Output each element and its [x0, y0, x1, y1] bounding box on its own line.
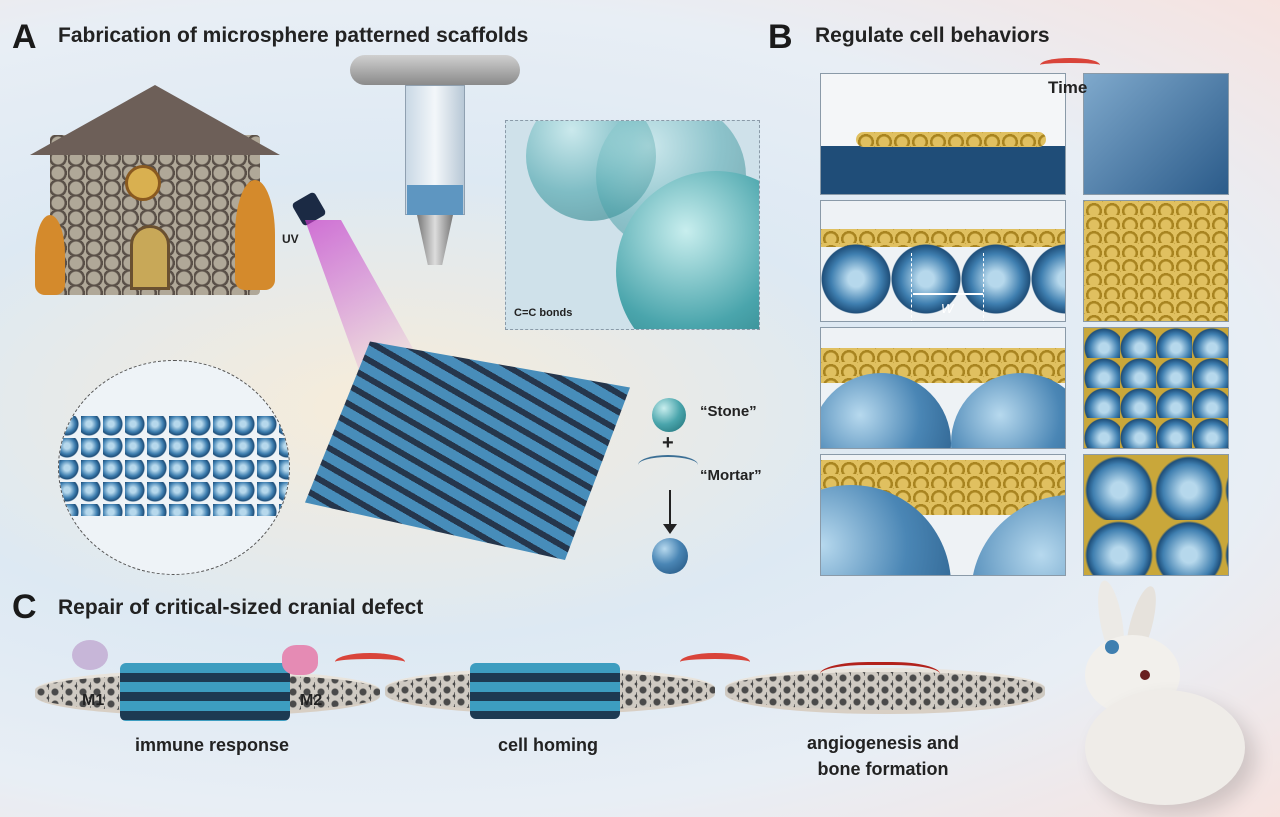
microsphere-icon: [652, 538, 688, 574]
panel-b-letter: B: [768, 18, 793, 56]
down-arrow-icon: [669, 490, 671, 526]
m2-macrophage-icon: [282, 645, 318, 675]
cc-bonds-label: C=C bonds: [514, 307, 573, 319]
down-arrow-head: [663, 524, 677, 534]
panel-a-letter: A: [12, 18, 37, 56]
panel-c-letter: C: [12, 588, 37, 626]
rabbit-illustration: [1065, 578, 1255, 810]
time-label: Time: [1048, 78, 1088, 97]
stage-arrow-icon: [335, 653, 405, 671]
uv-label: UV: [282, 232, 299, 246]
strand-magnified-circle: [58, 360, 290, 575]
small-sphere-panel: W: [820, 200, 1066, 322]
printer-nozzle-illustration: [345, 45, 525, 305]
scaffold-lattice: [305, 341, 630, 560]
large-sphere-panel: [820, 454, 1066, 576]
blood-vessel-icon: [820, 662, 940, 692]
small-sphere-time-panel: [1083, 200, 1229, 322]
mortar-fiber-icon: [638, 455, 698, 475]
medium-sphere-panel: [820, 327, 1066, 449]
mortar-label: “Mortar”: [700, 467, 762, 484]
defect-bone-formation-stage: [725, 668, 1045, 714]
step-immune-response: immune response: [135, 735, 290, 755]
step-cell-homing: cell homing: [498, 735, 599, 755]
flat-surface-time-panel: [1083, 73, 1229, 195]
implanted-scaffold: [120, 663, 290, 721]
stone-house-illustration: [30, 65, 285, 315]
plus-sign: +: [662, 432, 674, 454]
panel-b-title: Regulate cell behaviors: [815, 24, 1050, 47]
time-arrow-icon: [1040, 58, 1100, 72]
panel-c-title: Repair of critical-sized cranial defect: [58, 596, 424, 619]
m1-macrophage-icon: [72, 640, 108, 670]
scaffold-with-cells: [470, 663, 620, 719]
flat-surface-panel: [820, 73, 1066, 195]
m2-label: M2: [300, 692, 323, 709]
stone-sphere-icon: [652, 398, 686, 432]
crosslink-zoom-panel: C=C bonds: [505, 120, 760, 330]
step-angiogenesis: angiogenesis and bone formation: [806, 733, 960, 779]
m1-label: M1: [82, 692, 105, 709]
large-sphere-time-panel: [1083, 454, 1229, 576]
width-label: W: [941, 301, 954, 316]
stage-arrow-icon: [680, 653, 750, 671]
panel-a-title: Fabrication of microsphere patterned sca…: [58, 24, 529, 47]
stone-label: “Stone”: [700, 403, 757, 420]
medium-sphere-time-panel: [1083, 327, 1229, 449]
